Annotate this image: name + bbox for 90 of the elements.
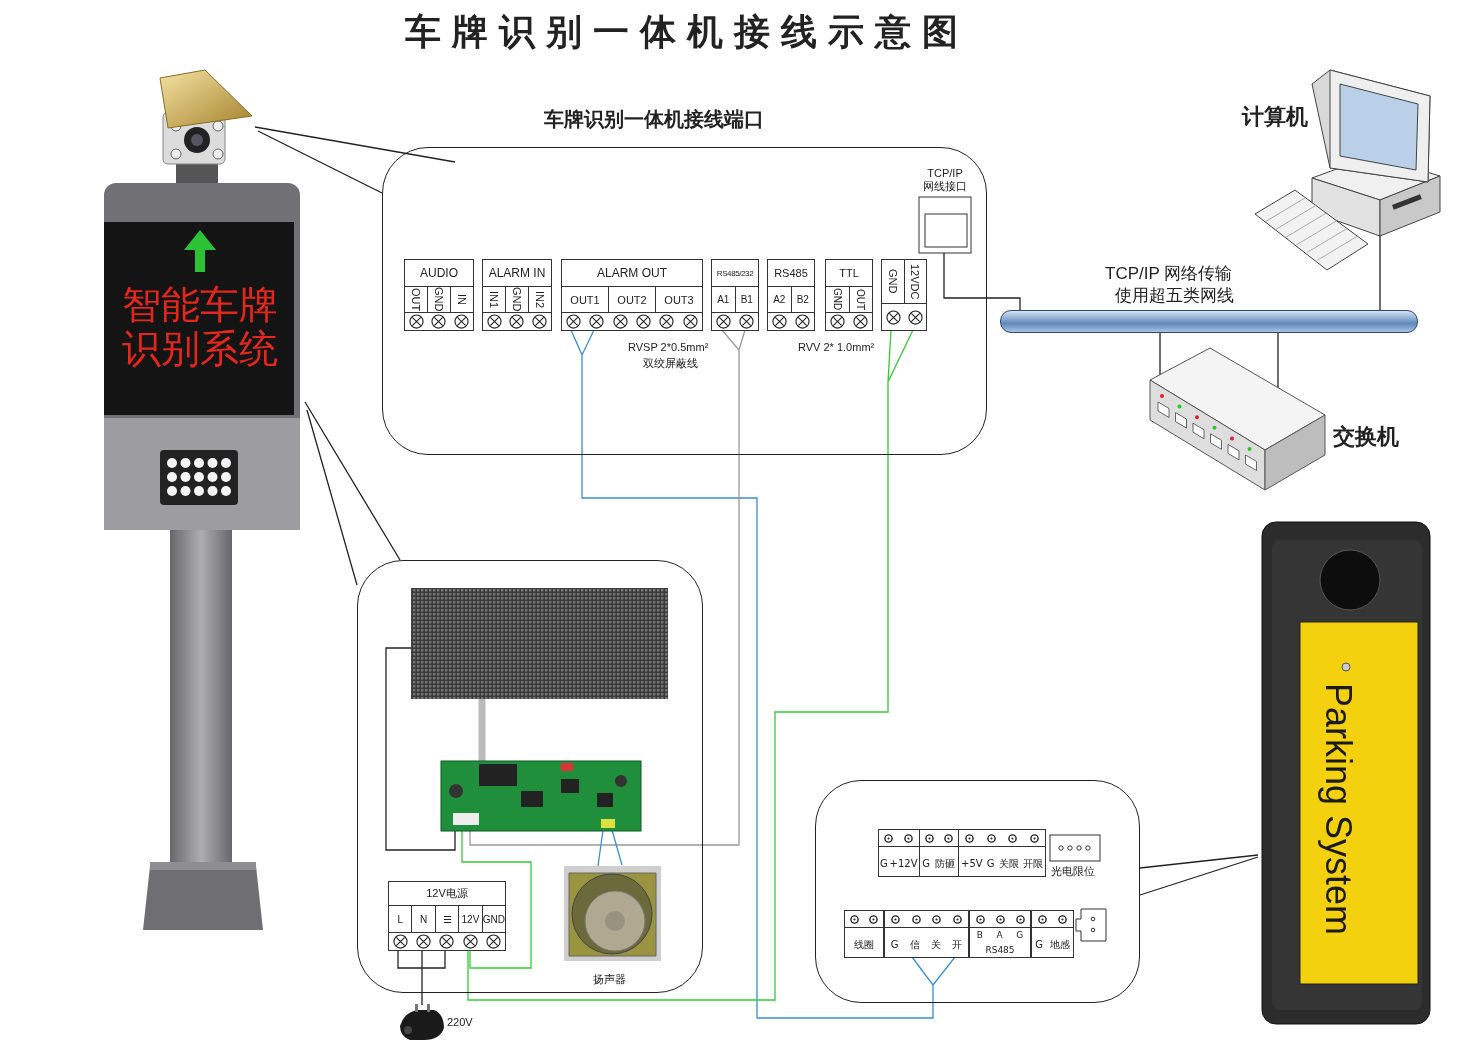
cable-label: TCP/IP 网络传输 — [1105, 263, 1233, 285]
diagram-title: 车牌识别一体机接线示意图 — [405, 10, 969, 54]
terminal-header: 12V电源 — [389, 882, 505, 906]
terminal-label: GND — [428, 287, 451, 312]
terminal-label: OUT — [405, 287, 428, 312]
terminal-block — [825, 259, 873, 331]
network-cable-line — [1159, 332, 1161, 376]
ribbon-cable — [478, 698, 486, 761]
terminal-label: L — [389, 906, 413, 932]
terminal-label: 防砸 — [935, 858, 956, 869]
terminal-label: 关 — [931, 939, 942, 950]
voltage-label: 220V — [447, 1016, 473, 1028]
terminal-label: A2 — [768, 287, 792, 312]
terminal-block — [388, 881, 506, 951]
terminal-block — [844, 910, 884, 958]
panel-heading: 车牌识别一体机接线端口 — [544, 107, 764, 132]
component-label: 扬声器 — [593, 972, 626, 987]
leader-line — [1139, 854, 1259, 896]
terminal-label: GND — [506, 287, 529, 312]
terminal-label: GND — [482, 912, 506, 927]
terminal-label: 信 — [909, 939, 920, 950]
terminal-label: 地感 — [1049, 939, 1070, 950]
terminal-label: RS485 — [985, 945, 1015, 955]
terminal-header: RS485 — [768, 260, 814, 287]
terminal-label: A1 — [712, 287, 736, 312]
terminal-block — [878, 829, 1046, 877]
leader-line — [254, 126, 456, 194]
terminal-label: IN1 — [483, 287, 506, 312]
connector-label: 光电限位 — [1051, 865, 1095, 879]
cable-spec-label: RVSP 2*0.5mm² — [628, 341, 709, 353]
device-label: 交换机 — [1333, 423, 1399, 451]
terminal-label: B2 — [795, 293, 810, 307]
network-cable-line — [1277, 332, 1279, 389]
cable-spec-label: 双绞屏蔽线 — [643, 356, 698, 371]
terminal-block — [1031, 910, 1074, 958]
terminal-block — [767, 259, 815, 331]
terminal-block — [404, 259, 474, 331]
terminal-label: 开 — [952, 939, 963, 950]
cable-label: 使用超五类网线 — [1115, 285, 1234, 307]
terminal-block — [711, 259, 759, 331]
terminal-block — [561, 259, 703, 331]
device-label: 计算机 — [1242, 103, 1308, 131]
terminal-block — [884, 910, 969, 958]
terminal-label: G — [890, 939, 899, 950]
terminal-label: OUT2 — [609, 287, 656, 312]
terminal-label: OUT — [854, 287, 868, 312]
wire — [469, 329, 746, 846]
network-cable-line — [1379, 235, 1381, 311]
terminal-label: IN2 — [533, 289, 547, 311]
terminal-label: A — [996, 930, 1003, 941]
terminal-label: 关限 — [998, 858, 1019, 869]
terminal-label: 线圈 — [854, 939, 874, 950]
terminal-label: 12V — [459, 906, 483, 932]
wire — [570, 329, 956, 1019]
terminal-label: G — [922, 858, 930, 869]
wire — [385, 647, 456, 851]
terminal-label: OUT1 — [562, 287, 609, 312]
terminal-label: G — [879, 858, 888, 869]
terminal-label: G — [986, 858, 995, 869]
terminal-block — [881, 259, 927, 331]
terminal-label: IN — [455, 293, 469, 307]
power-cord — [397, 949, 446, 1006]
terminal-label: ☰ — [435, 906, 460, 932]
terminal-header: ALARM OUT — [562, 260, 702, 287]
callout-panel — [815, 780, 1140, 1003]
terminal-header: RS485/232 — [712, 260, 758, 287]
terminal-header: ALARM IN — [483, 260, 551, 287]
terminal-label: G — [1035, 939, 1044, 950]
terminal-label: +5V — [961, 858, 983, 869]
terminal-label: B — [976, 930, 983, 941]
terminal-label: 开限 — [1022, 858, 1043, 869]
terminal-label: N — [412, 906, 436, 932]
wire — [467, 329, 914, 1001]
port-label: TCP/IP 网线接口 — [922, 167, 968, 193]
terminal-label: GND — [882, 260, 905, 303]
terminal-block — [482, 259, 552, 331]
callout-panel — [357, 560, 703, 993]
terminal-label: OUT3 — [663, 292, 695, 308]
terminal-block — [969, 910, 1031, 958]
terminal-header: TTL — [826, 260, 872, 287]
barrier-label: Parking System — [1317, 683, 1359, 936]
terminal-label: B1 — [739, 293, 754, 307]
led-display-text: 智能车牌识别系统 — [121, 283, 279, 371]
terminal-label: +12V — [889, 858, 918, 869]
terminal-header: AUDIO — [405, 260, 473, 287]
leader-line — [304, 401, 401, 586]
cable-spec-label: RVV 2* 1.0mm² — [798, 341, 875, 353]
terminal-label: G — [1016, 930, 1024, 941]
terminal-label: GND — [826, 287, 850, 312]
terminal-label: 12VDC — [908, 262, 923, 302]
